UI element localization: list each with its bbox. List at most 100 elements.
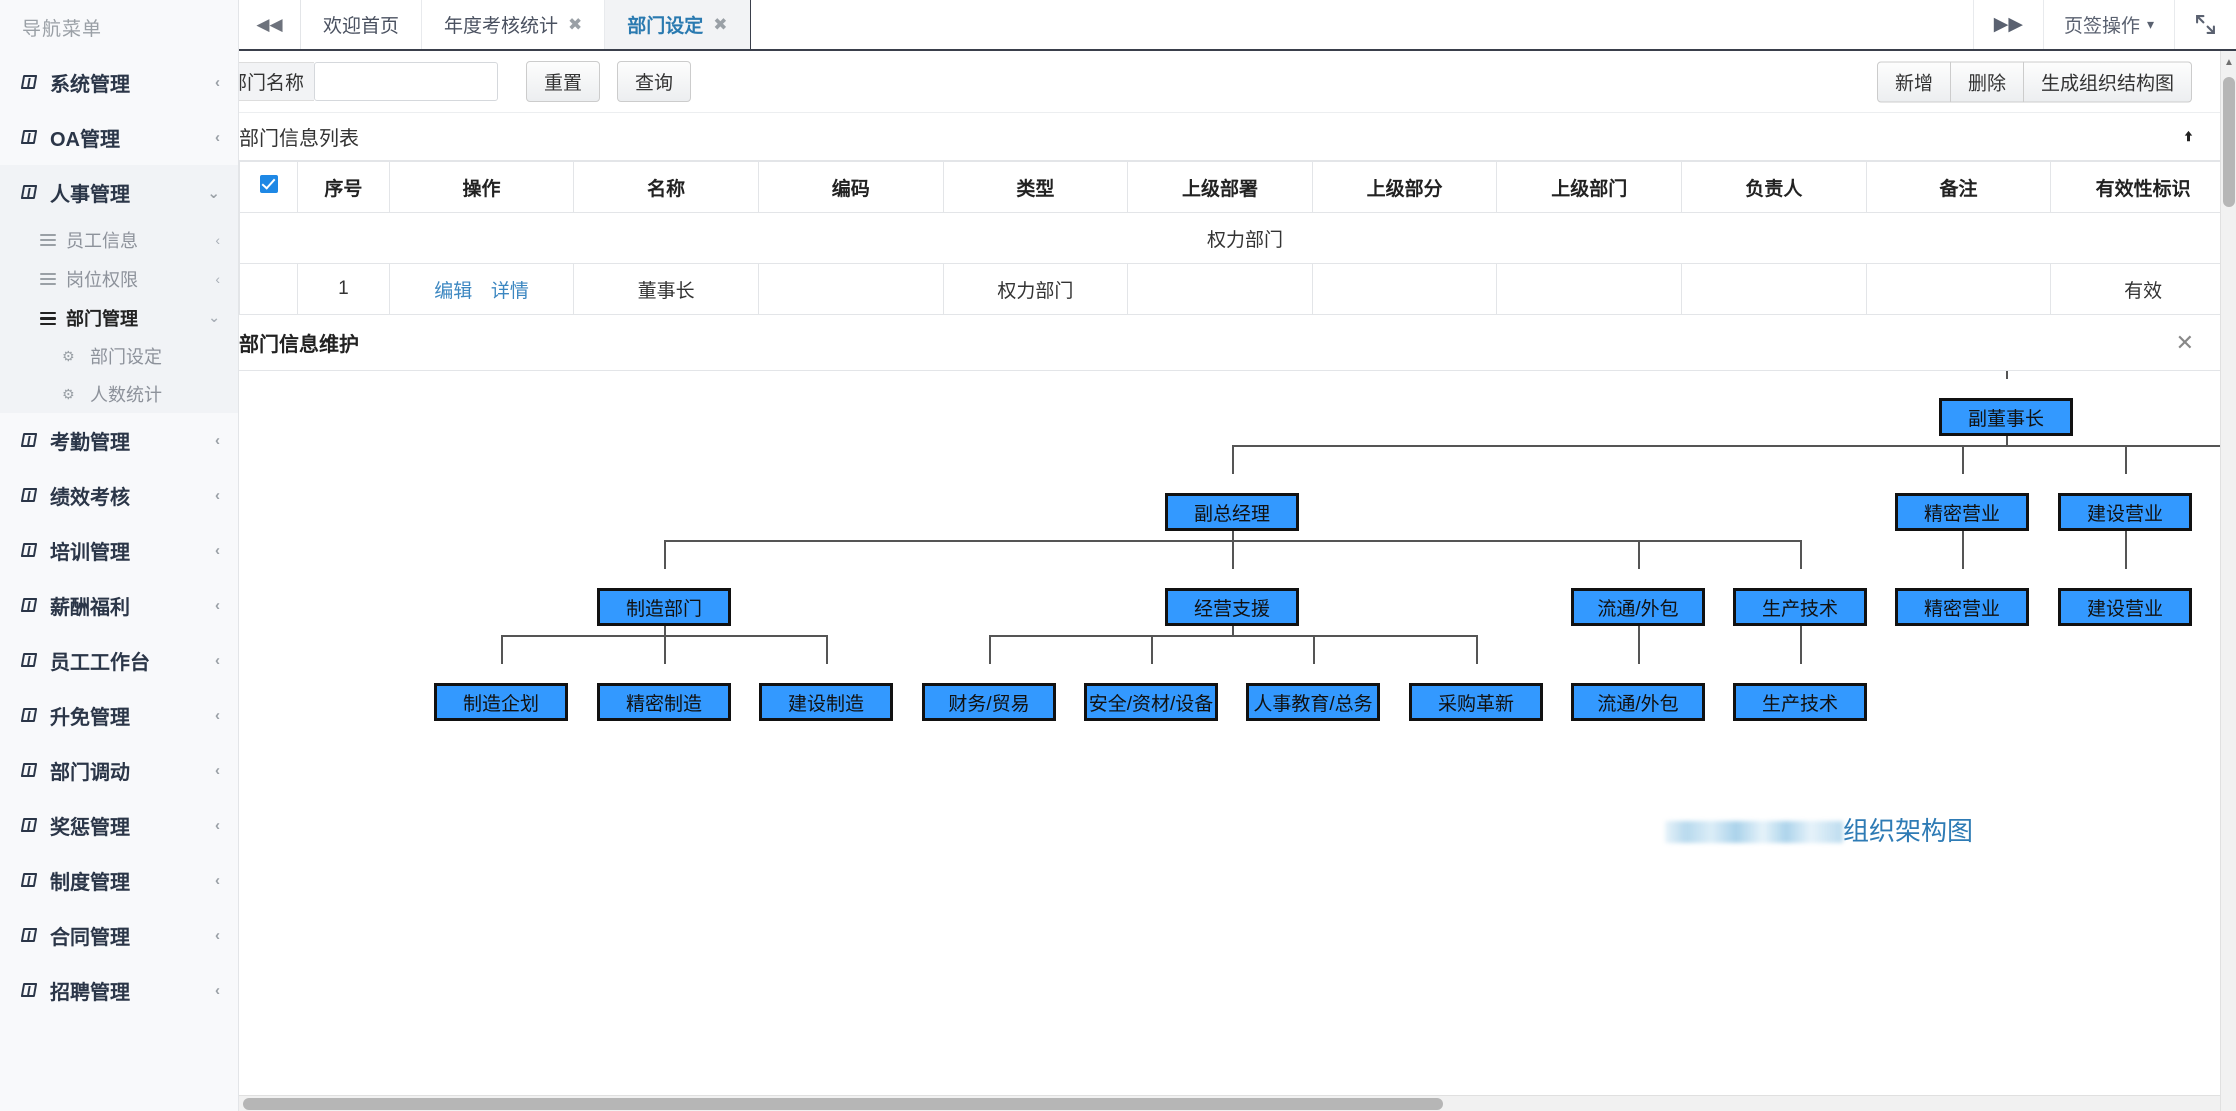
- book-icon: [20, 708, 50, 723]
- org-connector: [664, 635, 666, 664]
- tab-actions-dropdown[interactable]: 页签操作 ▾: [2042, 0, 2174, 49]
- table-header-parent-dept[interactable]: 上级部门: [1496, 161, 1683, 213]
- org-node[interactable]: 建设营业: [2058, 588, 2192, 626]
- org-node[interactable]: 财务/贸易: [922, 683, 1056, 721]
- sidebar-subitem-label: 岗位权限: [66, 269, 138, 290]
- org-connector: [2125, 512, 2127, 569]
- vertical-scrollbar[interactable]: ▲: [2220, 51, 2236, 1111]
- sidebar-item-dept-transfer[interactable]: 部门调动 ‹: [0, 743, 238, 798]
- sidebar-item-label: 奖惩管理: [50, 817, 130, 839]
- table-header-action[interactable]: 操作: [388, 161, 575, 213]
- table-group-label: 权力部门: [239, 212, 2220, 264]
- sidebar-item-label: OA管理: [50, 129, 120, 151]
- vertical-scrollbar-thumb[interactable]: [2223, 77, 2235, 207]
- chevron-left-icon: ‹: [215, 74, 220, 91]
- collapse-icon[interactable]: [2180, 129, 2196, 145]
- sidebar-item-oa[interactable]: OA管理 ‹: [0, 110, 238, 165]
- tabs-scroll-left-button[interactable]: ◀◀: [239, 0, 301, 49]
- scroll-up-arrow-icon[interactable]: ▲: [2224, 56, 2234, 68]
- table-header-index[interactable]: 序号: [297, 161, 390, 213]
- table-header-parent-part[interactable]: 上级部分: [1311, 161, 1498, 213]
- org-node[interactable]: 精密营业: [1895, 493, 2029, 531]
- row-parent-dept: [1496, 263, 1683, 315]
- query-button[interactable]: 查询: [617, 61, 692, 102]
- generate-org-chart-button[interactable]: 生成组织结构图: [2023, 61, 2192, 102]
- org-node[interactable]: 建设制造: [759, 683, 893, 721]
- close-icon[interactable]: ✖: [568, 14, 583, 34]
- sidebar-item-post-permission[interactable]: 岗位权限 ‹: [0, 259, 238, 298]
- sidebar-item-dept-setting[interactable]: ⚙ 部门设定: [0, 337, 238, 375]
- sidebar-item-reward-punishment[interactable]: 奖惩管理 ‹: [0, 798, 238, 853]
- org-node[interactable]: 副总经理: [1165, 493, 1299, 531]
- table-row[interactable]: 1 编辑 详情 董事长 权力部门: [239, 263, 2220, 315]
- org-connector: [2006, 371, 2008, 379]
- org-node[interactable]: 生产技术: [1733, 683, 1867, 721]
- sidebar-item-attendance[interactable]: 考勤管理 ‹: [0, 413, 238, 468]
- org-node[interactable]: 经营支援: [1165, 588, 1299, 626]
- org-chart-canvas: 组织架构图 董事长副董事长副总经理精密营业建设营业技术部门制造部门经营支援流通/…: [239, 371, 2220, 1111]
- checkbox-icon[interactable]: [259, 175, 278, 193]
- book-icon: [20, 543, 50, 558]
- horizontal-scrollbar-thumb[interactable]: [243, 1098, 1443, 1110]
- sidebar-item-contract[interactable]: 合同管理 ‹: [0, 908, 238, 963]
- tabs-scroll-right-button[interactable]: ▶▶: [1972, 0, 2043, 49]
- row-checkbox-cell[interactable]: [239, 263, 299, 315]
- chevron-left-icon: ‹: [215, 487, 220, 504]
- org-node[interactable]: 建设营业: [2058, 493, 2192, 531]
- edit-link[interactable]: 编辑: [434, 280, 473, 302]
- org-node[interactable]: 生产技术: [1733, 588, 1867, 626]
- table-group-row[interactable]: 权力部门: [239, 212, 2220, 264]
- sidebar-item-system[interactable]: 系统管理 ‹: [0, 55, 238, 110]
- sidebar-item-policy[interactable]: 制度管理 ‹: [0, 853, 238, 908]
- table-header-parent-deploy[interactable]: 上级部署: [1127, 161, 1313, 213]
- org-node[interactable]: 流通/外包: [1571, 588, 1705, 626]
- sidebar-item-compensation[interactable]: 薪酬福利 ‹: [0, 578, 238, 633]
- tab-dept-setting[interactable]: 部门设定 ✖: [605, 0, 751, 49]
- tab-welcome-home[interactable]: 欢迎首页: [301, 0, 423, 49]
- table-header-owner[interactable]: 负责人: [1681, 161, 1867, 213]
- chevron-down-icon: ⌄: [207, 184, 220, 202]
- sidebar-item-promotion[interactable]: 升免管理 ‹: [0, 688, 238, 743]
- org-node[interactable]: 人事教育/总务: [1246, 683, 1380, 721]
- org-node[interactable]: 副董事长: [1939, 398, 2073, 436]
- detail-link[interactable]: 详情: [490, 280, 529, 302]
- org-node[interactable]: 精密营业: [1895, 588, 2029, 626]
- fullscreen-icon[interactable]: [2174, 0, 2236, 49]
- sidebar-item-training[interactable]: 培训管理 ‹: [0, 523, 238, 578]
- close-icon[interactable]: ✕: [2175, 329, 2194, 355]
- tab-annual-assessment[interactable]: 年度考核统计 ✖: [422, 0, 606, 49]
- sidebar-item-label: 部门调动: [50, 762, 130, 784]
- org-node[interactable]: 精密制造: [597, 683, 731, 721]
- sidebar-item-employee-info[interactable]: 员工信息 ‹: [0, 220, 238, 259]
- org-connector: [1476, 635, 1478, 664]
- dept-name-input[interactable]: [314, 62, 499, 101]
- horizontal-scrollbar[interactable]: [239, 1095, 2220, 1111]
- sidebar-item-performance[interactable]: 绩效考核 ‹: [0, 468, 238, 523]
- sidebar-item-dept-management[interactable]: 部门管理 ⌄: [0, 298, 238, 337]
- org-connector: [1313, 635, 1315, 664]
- table-header-remark[interactable]: 备注: [1865, 161, 2052, 213]
- org-node[interactable]: 采购革新: [1409, 683, 1543, 721]
- sidebar-item-hr[interactable]: 人事管理 ⌄: [0, 165, 238, 220]
- bars-icon: [40, 311, 66, 325]
- sidebar-item-recruitment[interactable]: 招聘管理 ‹: [0, 963, 238, 1018]
- table-header-valid[interactable]: 有效性标识: [2050, 161, 2220, 213]
- org-node[interactable]: 安全/资材/设备: [1084, 683, 1218, 721]
- chevron-left-icon: ‹: [215, 231, 220, 248]
- reset-button[interactable]: 重置: [526, 61, 601, 102]
- org-node[interactable]: 制造企划: [434, 683, 568, 721]
- org-node[interactable]: 流通/外包: [1571, 683, 1705, 721]
- sidebar-item-employee-workbench[interactable]: 员工工作台 ‹: [0, 633, 238, 688]
- sidebar-item-label: 绩效考核: [50, 487, 130, 509]
- gears-icon: ⚙: [62, 386, 75, 402]
- table-header-name[interactable]: 名称: [573, 161, 759, 213]
- table-header-type[interactable]: 类型: [942, 161, 1129, 213]
- sidebar-item-headcount-stats[interactable]: ⚙ 人数统计: [0, 375, 238, 413]
- delete-button[interactable]: 删除: [1950, 61, 2024, 102]
- org-node[interactable]: 制造部门: [597, 588, 731, 626]
- add-button[interactable]: 新增: [1876, 61, 1951, 102]
- close-icon[interactable]: ✖: [713, 14, 728, 34]
- chevron-left-icon: ‹: [215, 432, 220, 449]
- table-header-code[interactable]: 编码: [757, 161, 944, 213]
- table-header-select-all[interactable]: [239, 161, 299, 213]
